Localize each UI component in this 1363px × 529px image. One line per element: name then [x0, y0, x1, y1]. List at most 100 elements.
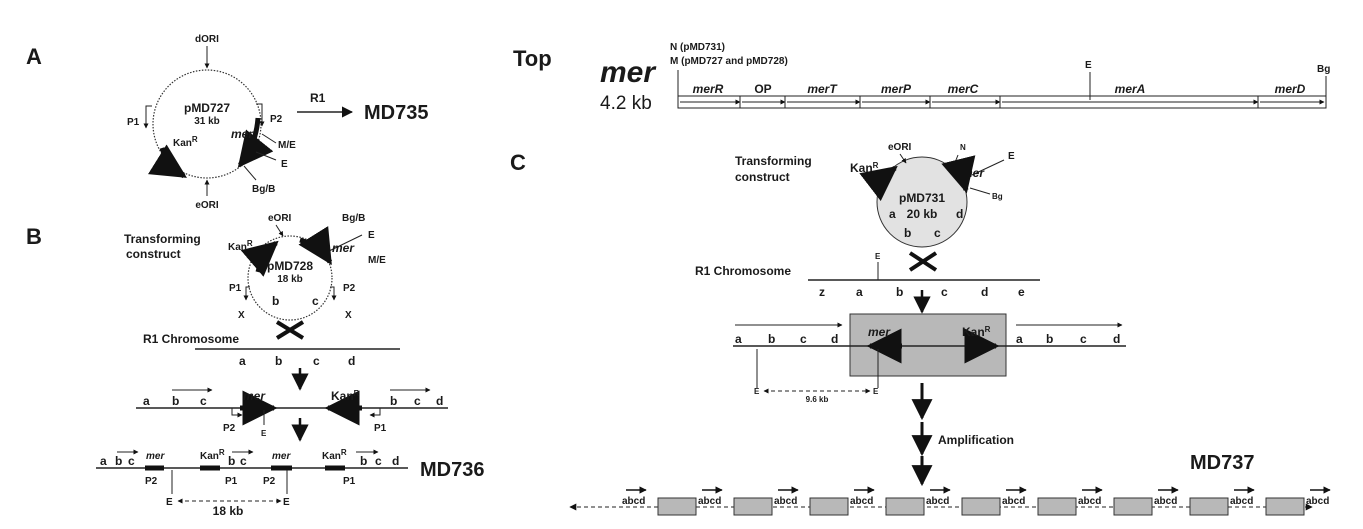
top-bg-label: Bg — [1317, 64, 1330, 75]
panel-c-bg-label: Bg — [992, 192, 1003, 201]
panel-a-plasmid-size: 31 kb — [194, 116, 220, 127]
panel-b-int-b: b — [172, 394, 179, 408]
top-gene-merR: merR — [693, 82, 724, 96]
panel-b-mer-label: mer — [332, 241, 355, 255]
panel-c-eori-arrow — [899, 153, 907, 164]
panel-c-product: MD737 — [1190, 452, 1254, 474]
panel-b-kan-gene — [240, 240, 279, 277]
panel-b-md-p1-1: P1 — [225, 476, 238, 487]
array-abcd-label: abcd — [622, 496, 645, 507]
panel-a-p2-promoter — [256, 103, 265, 127]
panel-b-int-b2: b — [390, 394, 397, 408]
panel-a-mer-label: mer — [231, 127, 254, 141]
panel-c-chrom-label: R1 Chromosome — [695, 264, 791, 278]
array-insert-box — [885, 497, 925, 516]
panel-c-plasmid-c: c — [934, 226, 941, 240]
panel-b-eori-label: eORI — [268, 213, 292, 224]
panel-c-int-e-left: E — [754, 387, 760, 396]
panel-c-construct-line1: Transforming — [735, 154, 812, 168]
panel-c-plasmid-name: pMD731 — [899, 191, 945, 205]
array-insert-box — [961, 497, 1001, 516]
panel-b-int-e-label: E — [261, 429, 267, 438]
panel-c-kan-gene — [859, 165, 898, 202]
panel-b-crossover — [275, 320, 305, 340]
top-m-label: M (pMD727 and pMD728) — [670, 56, 788, 67]
panel-b-md-a: a — [100, 454, 107, 468]
array-abcd-label: abcd — [1078, 496, 1101, 507]
panel-c-int-a: a — [735, 332, 742, 346]
top-panel-label: Top — [513, 46, 552, 71]
panel-a-label: A — [26, 44, 42, 69]
panel-b-plasmid-circle — [247, 235, 333, 321]
top-gene-merD: merD — [1275, 82, 1306, 96]
panel-b-int-p1-label: P1 — [374, 423, 387, 434]
panel-a-e-tick — [255, 151, 277, 161]
panel-c-int-b2: b — [1046, 332, 1053, 346]
panel-a-mer-gene — [237, 117, 274, 168]
array-abcd-label: abcd — [1230, 496, 1253, 507]
panel-b-md-distance: 18 kb — [213, 504, 244, 518]
panel-c-plasmid-size: 20 kb — [907, 207, 938, 221]
panel-b-chrom-a: a — [239, 354, 246, 368]
panel-b-label: B — [26, 224, 42, 249]
top-gene-OP: OP — [754, 82, 771, 96]
panel-b-construct-line1: Transforming — [124, 232, 201, 246]
panel-a-bgb-label: Bg/B — [252, 184, 275, 195]
panel-b-int-a: a — [143, 394, 150, 408]
top-gene-merC: merC — [948, 82, 979, 96]
array-insert-box — [809, 497, 849, 516]
panel-a-me-tick — [261, 133, 277, 144]
panel-b-plasmid-c: c — [312, 294, 319, 308]
panel-c-plasmid-a: a — [889, 207, 896, 221]
panel-c-distance: 9.6 kb — [806, 395, 829, 404]
panel-a-p1-promoter — [143, 105, 152, 129]
panel-b-int-d2: d — [436, 394, 443, 408]
panel-c-label: C — [510, 150, 526, 175]
panel-c-int-c: c — [800, 332, 807, 346]
panel-a-kan-gene — [148, 144, 187, 179]
panel-c-mer-label: mer — [962, 166, 985, 180]
panel-b-md-c2: c — [240, 454, 247, 468]
panel-c-int-d2: d — [1113, 332, 1120, 346]
panel-b-md-e-left: E — [166, 497, 173, 508]
panel-b-md-d3: d — [392, 454, 399, 468]
panel-c-chrom-c: c — [941, 285, 948, 299]
panel-b-x-left: X — [238, 310, 245, 321]
top-n-label: N (pMD731) — [670, 42, 725, 53]
panel-b-int-kan-label: KanR — [331, 389, 360, 403]
array-insert-box — [1265, 497, 1305, 516]
panel-b-chrom-c: c — [313, 354, 320, 368]
top-gene-merT: merT — [807, 82, 838, 96]
panel-b-mer-gene — [298, 226, 333, 265]
panel-b-int-c: c — [200, 394, 207, 408]
panel-a-plasmid-name: pMD727 — [184, 101, 230, 115]
panel-b-site-ticks — [326, 234, 363, 253]
panel-c-int-kan-label: KanR — [962, 325, 991, 339]
panel-c-chrom-e-label: E — [875, 252, 881, 261]
panel-b-md-b2: b — [228, 454, 235, 468]
array-abcd-label: abcd — [774, 496, 797, 507]
panel-a-me-label: M/E — [278, 140, 296, 151]
panel-c-plasmid-d: d — [956, 207, 963, 221]
panel-c-e-tick — [971, 159, 1005, 176]
panel-b-md-mer-label-1: mer — [146, 451, 165, 462]
panel-b-md-e-right: E — [283, 497, 290, 508]
panel-c-chrom-z: z — [819, 285, 825, 299]
top-size-label: 4.2 kb — [600, 93, 652, 114]
array-insert-box — [1189, 497, 1229, 516]
panel-a-bgb-tick — [243, 165, 257, 181]
panel-c-bg-tick — [969, 187, 991, 195]
array-abcd-label: abcd — [926, 496, 949, 507]
panel-a-kan-label: KanR — [173, 135, 198, 149]
panel-c-construct-line2: construct — [735, 170, 790, 184]
array-insert-box — [733, 497, 773, 516]
panel-b-int-p2-promoter — [231, 408, 243, 418]
panel-c-int-d: d — [831, 332, 838, 346]
array-insert-box — [1037, 497, 1077, 516]
panel-c-chrom-b: b — [896, 285, 903, 299]
top-gene-merP: merP — [881, 82, 912, 96]
panel-c-int-a2: a — [1016, 332, 1023, 346]
array-abcd-label: abcd — [1002, 496, 1025, 507]
